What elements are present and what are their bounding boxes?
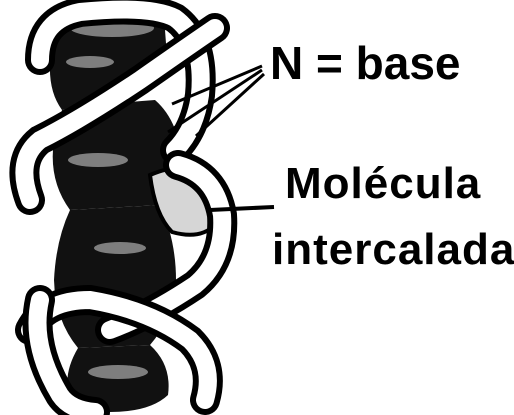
base-label: N = base — [270, 40, 461, 86]
intercalated-molecule-label-line1: Molécula — [285, 162, 481, 206]
intercalated-molecule-label-line2: intercalada — [272, 228, 514, 272]
